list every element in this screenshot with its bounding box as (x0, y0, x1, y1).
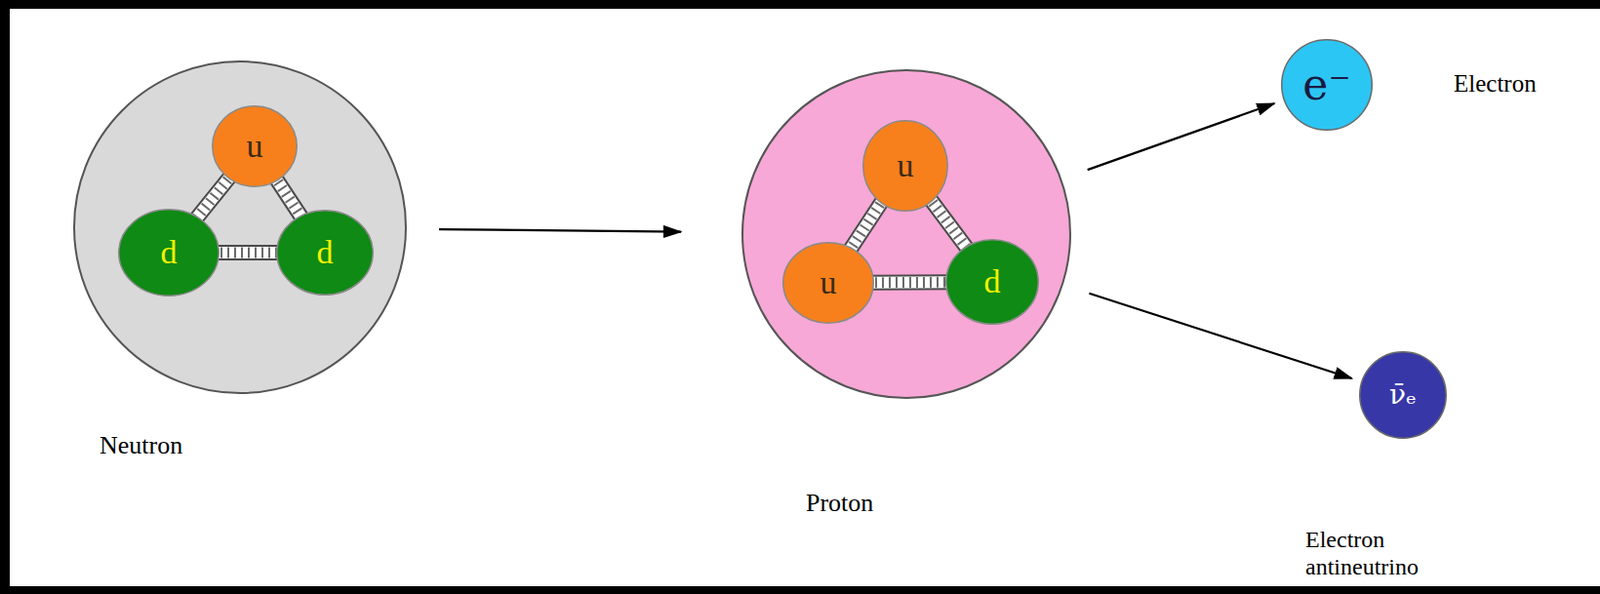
label-holder: Electron (1453, 70, 1591, 99)
particle-symbol: e⁻ (1302, 60, 1351, 111)
electron-circle: e⁻Electron (1280, 39, 1373, 131)
arrow-line (439, 229, 681, 233)
gluon-bond (213, 252, 282, 254)
up-quark: u (862, 120, 949, 212)
circle-fill (742, 70, 1071, 399)
up-quark: u (211, 105, 298, 188)
quark-letter: u (246, 126, 264, 165)
particle-name: Electron antineutrino (1305, 526, 1452, 581)
neutron-circle: Neutronudd (73, 60, 407, 395)
up-quark: u (782, 241, 875, 324)
bond-fill (213, 246, 282, 259)
circle-outline (741, 69, 1072, 400)
down-quark: d (276, 209, 374, 296)
decay-arrow (1087, 103, 1276, 170)
quark-letter: u (820, 263, 838, 302)
circle-fill (277, 210, 374, 296)
label-holder: Electron antineutrino (1305, 526, 1452, 581)
circle-fill (74, 61, 406, 394)
quark-letter: d (984, 262, 1001, 301)
particle-symbol: ν̄ₑ (1389, 379, 1417, 411)
down-quark: d (118, 208, 220, 297)
circle-fill (946, 240, 1040, 325)
circle-fill (1360, 352, 1447, 440)
proton-circle: Protonuud (741, 69, 1072, 400)
bond-fill (868, 276, 952, 289)
decay-arrow (1088, 293, 1352, 379)
antineutrino-circle: ν̄ₑElectron antineutrino (1359, 351, 1447, 440)
circle-fill (212, 106, 298, 188)
quark-letter: u (897, 146, 915, 185)
bond-edge (868, 274, 952, 291)
bond-hatch (868, 277, 952, 289)
bond-hatch (213, 247, 282, 259)
particle-name: Proton (805, 488, 1001, 519)
quark-letter: d (160, 233, 178, 272)
circle-fill (783, 242, 875, 324)
gluon-bond (868, 281, 952, 284)
quark-letter: d (317, 233, 334, 272)
circle-fill (1281, 40, 1373, 131)
label-holder: Neutron (99, 431, 295, 461)
arrow-line (1087, 103, 1276, 170)
down-quark: d (945, 239, 1040, 325)
bond-edge (213, 244, 282, 261)
circle-fill (863, 120, 949, 212)
label-holder: Proton (805, 488, 1001, 519)
particle-name: Electron (1453, 70, 1591, 99)
arrow-line (1088, 293, 1352, 379)
circle-fill (119, 209, 220, 297)
decay-arrow (439, 229, 681, 233)
particle-name: Neutron (99, 431, 295, 461)
